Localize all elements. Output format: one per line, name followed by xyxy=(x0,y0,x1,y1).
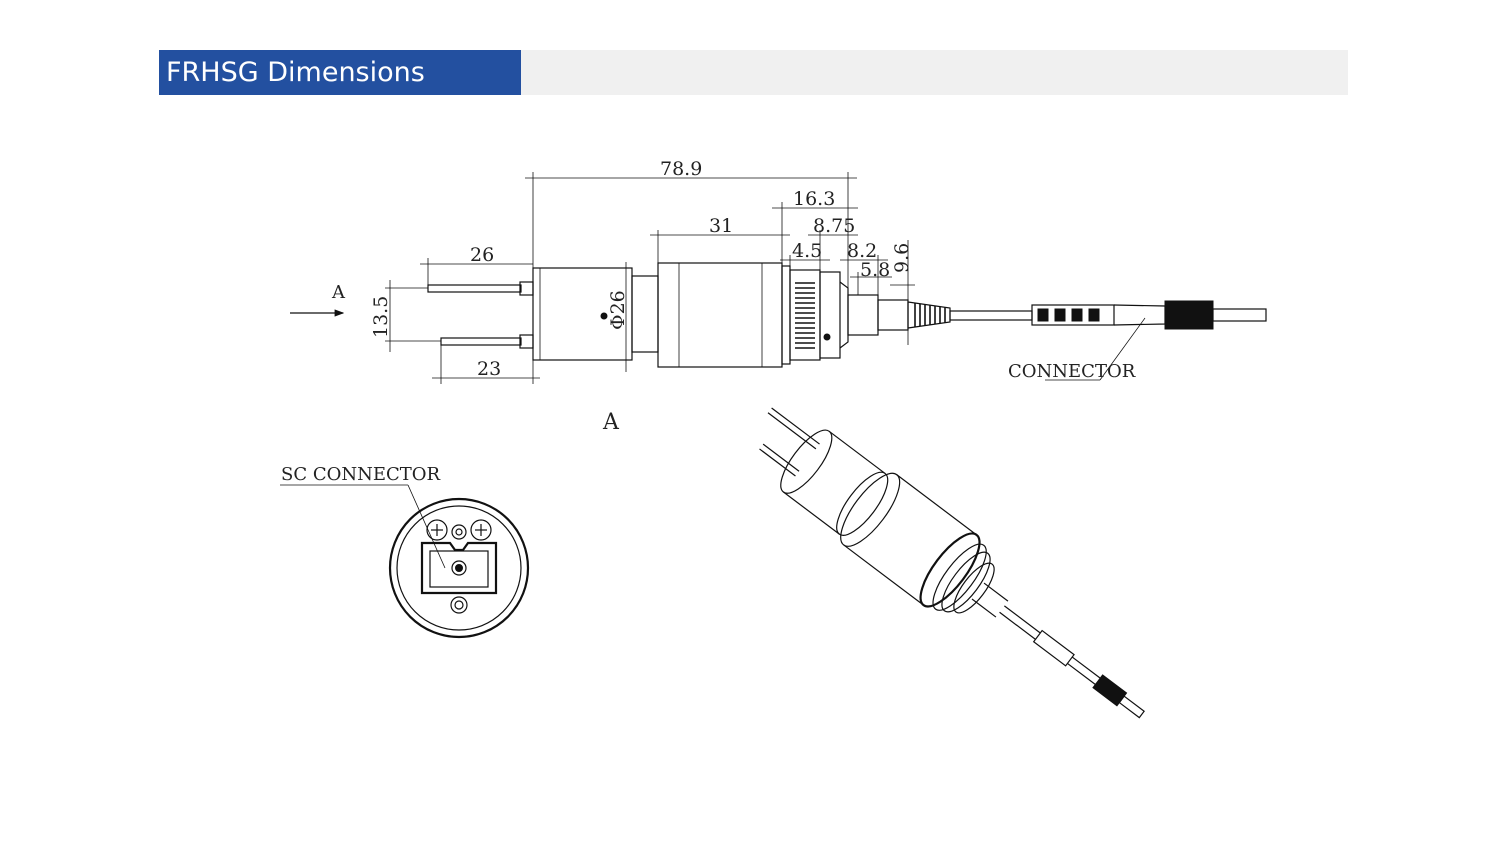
dim-5-8: 5.8 xyxy=(860,259,890,281)
dim-9-6: 9.6 xyxy=(891,243,913,273)
dim-26: 26 xyxy=(470,244,494,266)
dim-16-3: 16.3 xyxy=(793,188,835,210)
dim-31: 31 xyxy=(709,215,733,237)
dimension-lines xyxy=(385,172,1146,384)
dim-13-5: 13.5 xyxy=(370,296,392,338)
end-view: SC CONNECTOR xyxy=(280,464,530,639)
page-title: FRHSG Dimensions xyxy=(159,50,521,95)
connector-label: CONNECTOR xyxy=(1008,361,1136,382)
side-view: A xyxy=(290,158,1267,384)
dim-8-2: 8.2 xyxy=(847,240,877,262)
knurled-ring xyxy=(781,265,849,365)
connector-body xyxy=(1031,304,1115,326)
dim-8-75: 8.75 xyxy=(813,215,855,237)
section-view-label: A xyxy=(602,410,620,435)
connector-ferrule-holder xyxy=(1164,300,1214,330)
dim-diameter-26: Φ26 xyxy=(607,290,629,330)
main-body xyxy=(657,262,783,368)
section-arrow-label: A xyxy=(331,282,346,303)
fiber-cable xyxy=(949,310,1033,321)
connector-tip xyxy=(1212,308,1267,322)
dim-78-9: 78.9 xyxy=(660,158,702,180)
title-bar: FRHSG Dimensions xyxy=(159,50,1348,95)
sc-connector-label: SC CONNECTOR xyxy=(281,464,441,485)
isometric-view xyxy=(759,407,1145,719)
dim-4-5: 4.5 xyxy=(792,240,822,262)
dim-23: 23 xyxy=(477,358,501,380)
pins xyxy=(427,281,534,349)
